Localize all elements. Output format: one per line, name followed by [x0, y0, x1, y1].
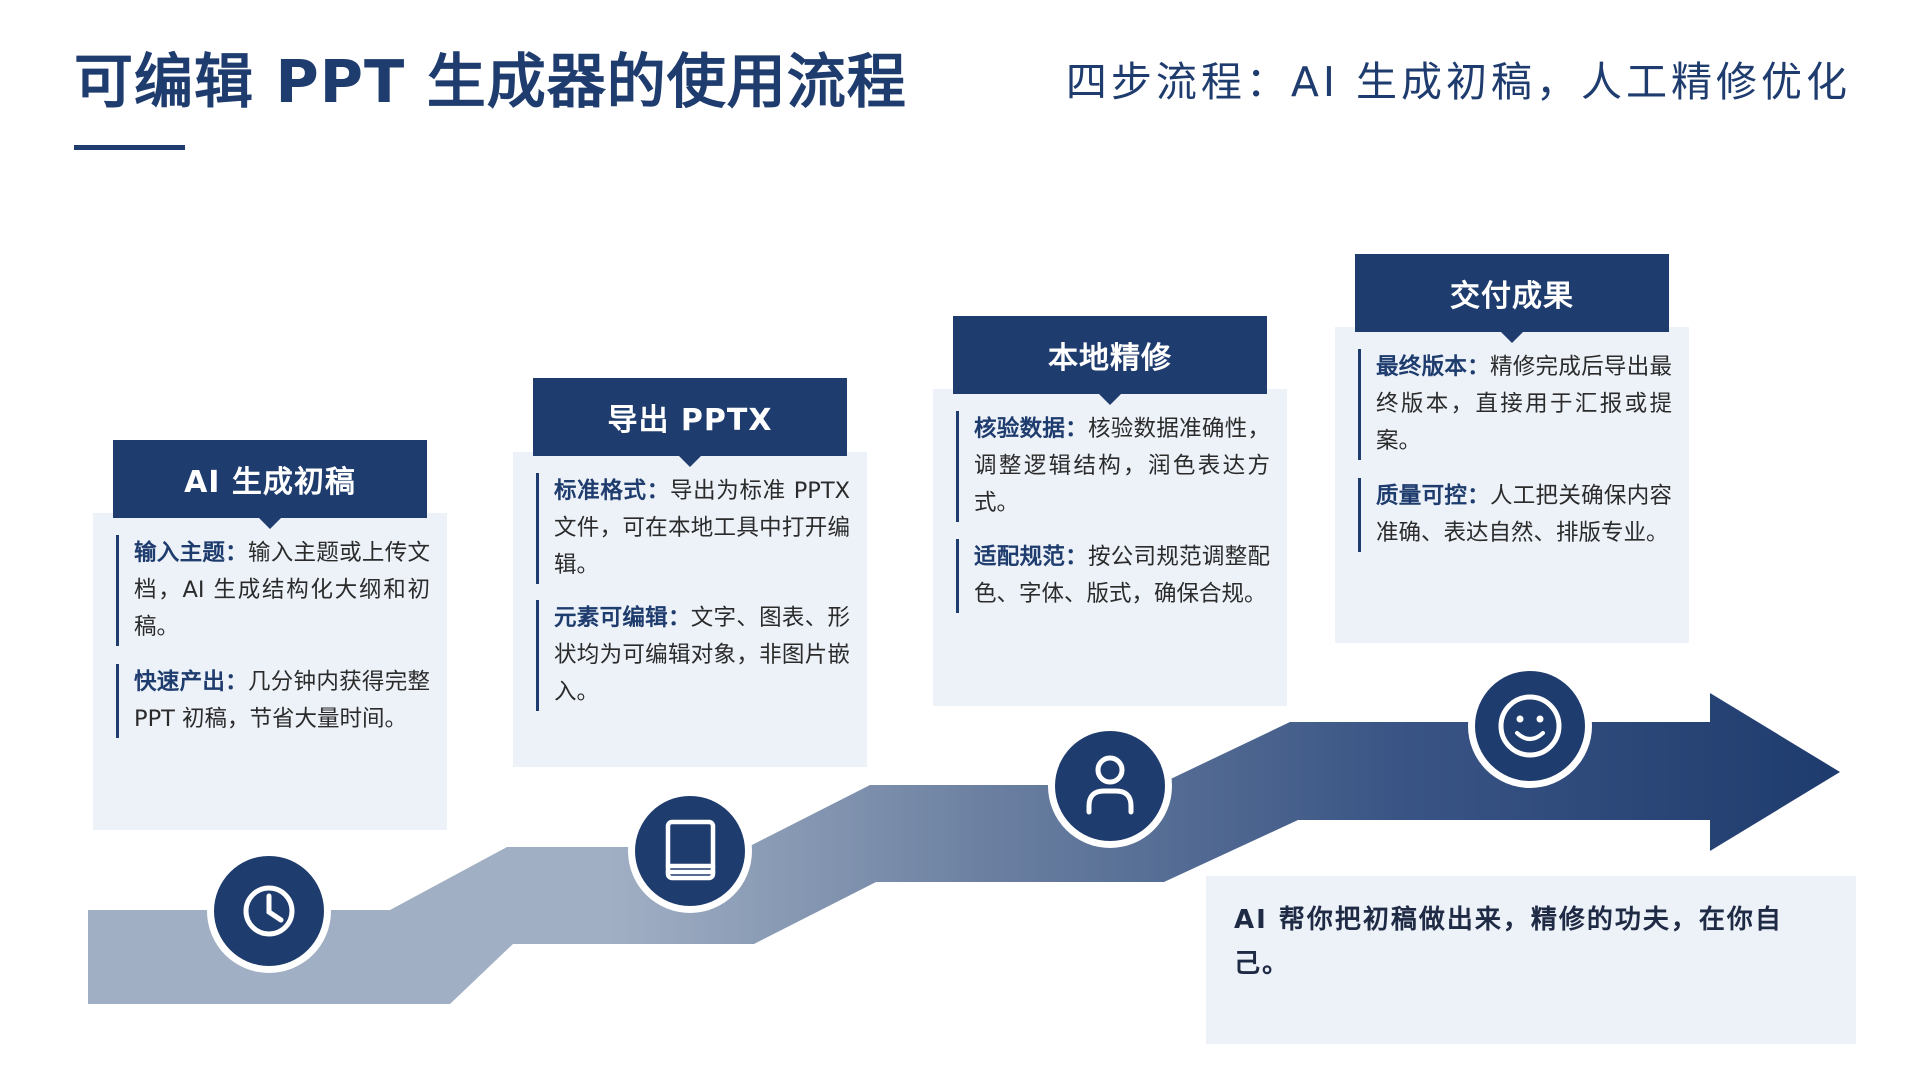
step-2-node [628, 789, 752, 913]
step-3-point-2: 适配规范：按公司规范调整配色、字体、版式，确保合规。 [956, 539, 1270, 613]
step-4-point-1: 最终版本：精修完成后导出最终版本，直接用于汇报或提案。 [1358, 349, 1672, 460]
step-4-node [1468, 664, 1592, 788]
point-label: 快速产出： [134, 669, 248, 695]
step-1-point-2: 快速产出：几分钟内获得完整 PPT 初稿，节省大量时间。 [116, 664, 430, 738]
user-icon [1086, 755, 1134, 815]
point-text: 文字、图表、形状均为可编辑对象，非图片嵌入。 [554, 605, 850, 705]
point-text: 核验数据准确性，调整逻辑结构，润色表达方式。 [974, 416, 1270, 516]
page-subtitle: 四步流程：AI 生成初稿，人工精修优化 [1065, 58, 1851, 106]
step-1-card [93, 513, 447, 830]
point-label: 标准格式： [554, 478, 670, 504]
step-3-card [933, 389, 1287, 706]
point-label: 最终版本： [1376, 354, 1490, 380]
point-text: 人工把关确保内容准确、表达自然、排版专业。 [1376, 483, 1672, 546]
point-text: 按公司规范调整配色、字体、版式，确保合规。 [974, 544, 1270, 607]
step-4-point-2: 质量可控：人工把关确保内容准确、表达自然、排版专业。 [1358, 478, 1672, 552]
clock-icon [243, 885, 295, 937]
point-text: 精修完成后导出最终版本，直接用于汇报或提案。 [1376, 354, 1672, 454]
point-label: 元素可编辑： [554, 605, 691, 631]
step-2-point-1: 标准格式：导出为标准 PPTX 文件，可在本地工具中打开编辑。 [536, 473, 850, 584]
point-text: 几分钟内获得完整 PPT 初稿，节省大量时间。 [134, 669, 430, 732]
staircase-arrow-band [88, 693, 1840, 1004]
point-text: 导出为标准 PPTX 文件，可在本地工具中打开编辑。 [554, 478, 850, 578]
step-1-point-1: 输入主题：输入主题或上传文档，AI 生成结构化大纲和初稿。 [116, 535, 430, 646]
step-1-title: AI 生成初稿 [113, 440, 427, 529]
book-icon [665, 819, 716, 881]
point-label: 核验数据： [974, 416, 1088, 442]
title-underline [74, 145, 185, 150]
point-text: 输入主题或上传文档，AI 生成结构化大纲和初稿。 [134, 540, 430, 640]
page-title: 可编辑 PPT 生成器的使用流程 [74, 47, 907, 116]
point-label: 适配规范： [974, 544, 1088, 570]
step-4-title: 交付成果 [1355, 254, 1669, 343]
quote-text: AI 帮你把初稿做出来，精修的功夫，在你自己。 [1234, 905, 1783, 979]
step-2-title: 导出 PPTX [533, 378, 847, 467]
step-3-node [1048, 724, 1172, 848]
step-3-title: 本地精修 [953, 316, 1267, 405]
step-1-node [207, 849, 331, 973]
point-label: 质量可控： [1376, 483, 1490, 509]
smile-icon [1498, 694, 1562, 758]
step-2-point-2: 元素可编辑：文字、图表、形状均为可编辑对象，非图片嵌入。 [536, 600, 850, 711]
step-3-point-1: 核验数据：核验数据准确性，调整逻辑结构，润色表达方式。 [956, 411, 1270, 522]
step-4-card [1335, 327, 1689, 643]
quote-box: AI 帮你把初稿做出来，精修的功夫，在你自己。 [1206, 876, 1856, 1044]
step-2-card [513, 452, 867, 767]
point-label: 输入主题： [134, 540, 248, 566]
